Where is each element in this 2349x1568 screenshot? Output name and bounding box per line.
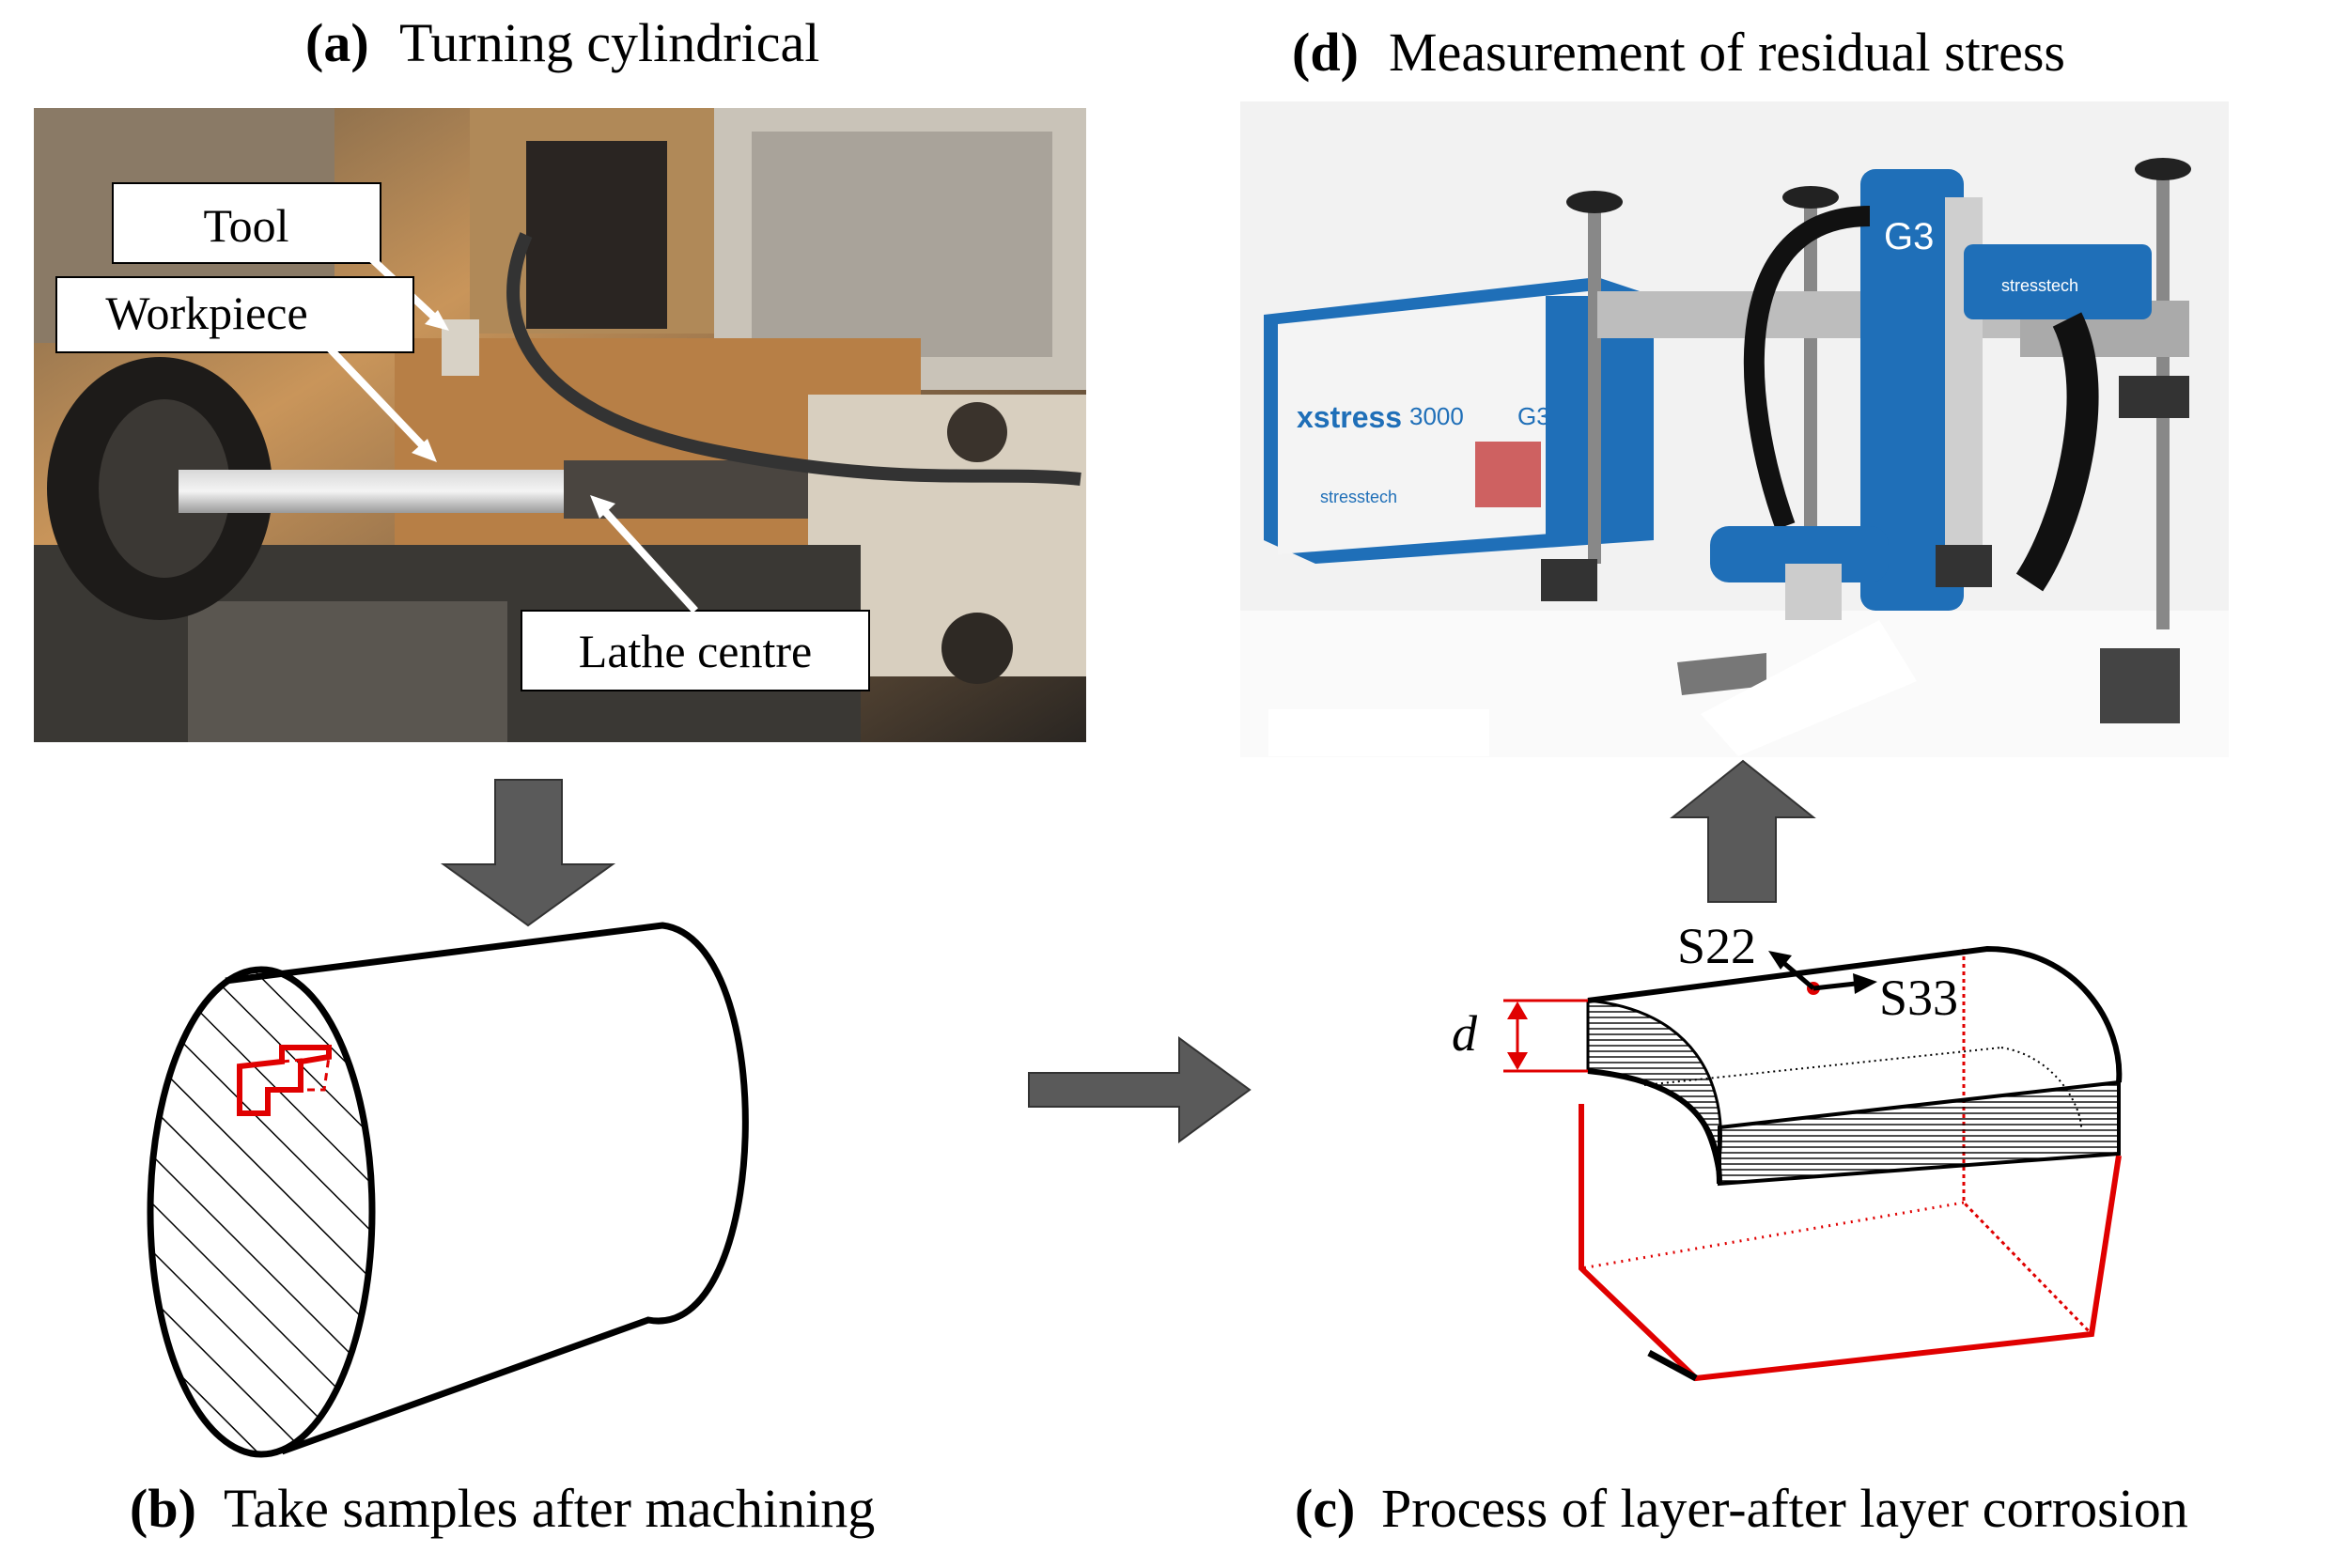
arrow-b-to-c <box>1028 1036 1252 1143</box>
panel-b-title: Take samples after machining <box>224 1478 875 1539</box>
callout-lathe-centre: Lathe centre <box>521 495 870 691</box>
panel-b-letter: (b) <box>130 1478 196 1539</box>
label-s22: S22 <box>1677 918 1756 974</box>
panel-c-title: Process of layer-after layer corrosion <box>1381 1478 2188 1539</box>
panel-a: (a) Turning cylindrical <box>34 12 1086 742</box>
panel-c-letter: (c) <box>1295 1478 1355 1539</box>
panel-d-title: Measurement of residual stress <box>1389 22 2065 83</box>
arrow-a-to-b <box>440 779 616 927</box>
label-s33: S33 <box>1879 970 1958 1026</box>
panel-c: S22 S33 d (c) Process of layer-after lay… <box>1295 918 2188 1539</box>
cylinder-drawing <box>147 922 749 1458</box>
device-model: 3000 <box>1409 402 1464 430</box>
label-tool: Tool <box>204 199 289 252</box>
panel-b: (b) Take samples after machining <box>130 922 875 1539</box>
arrow-c-to-d <box>1670 759 1816 903</box>
callout-tool: Tool <box>112 182 449 331</box>
lathe-photo <box>34 108 1086 742</box>
device-brand: xstress <box>1297 400 1402 434</box>
control-unit: xstress 3000 G3 stresstech <box>1264 277 1654 564</box>
callout-workpiece: Workpiece <box>55 276 437 462</box>
device-maker: stresstech <box>1320 488 1397 506</box>
head-maker: stresstech <box>2001 276 2078 295</box>
panel-a-letter: (a) <box>305 12 369 73</box>
label-lathe-centre: Lathe centre <box>579 625 812 677</box>
xray-device-photo: xstress 3000 G3 stresstech G3 str <box>1240 101 2229 757</box>
panel-d-letter: (d) <box>1292 22 1359 83</box>
panel-d: (d) Measurement of residual stress xstre… <box>1240 22 2229 757</box>
label-workpiece: Workpiece <box>105 287 307 339</box>
layer-block-drawing: S22 S33 d <box>1452 918 2123 1382</box>
panel-a-title: Turning cylindrical <box>399 12 819 73</box>
head-label: G3 <box>1884 216 1934 257</box>
sample-highlight <box>237 1045 332 1116</box>
measuring-head: G3 stresstech <box>1860 169 2152 611</box>
device-version: G3 <box>1517 402 1550 430</box>
label-depth: d <box>1452 1005 1478 1062</box>
cylinder-end-face <box>147 966 376 1458</box>
